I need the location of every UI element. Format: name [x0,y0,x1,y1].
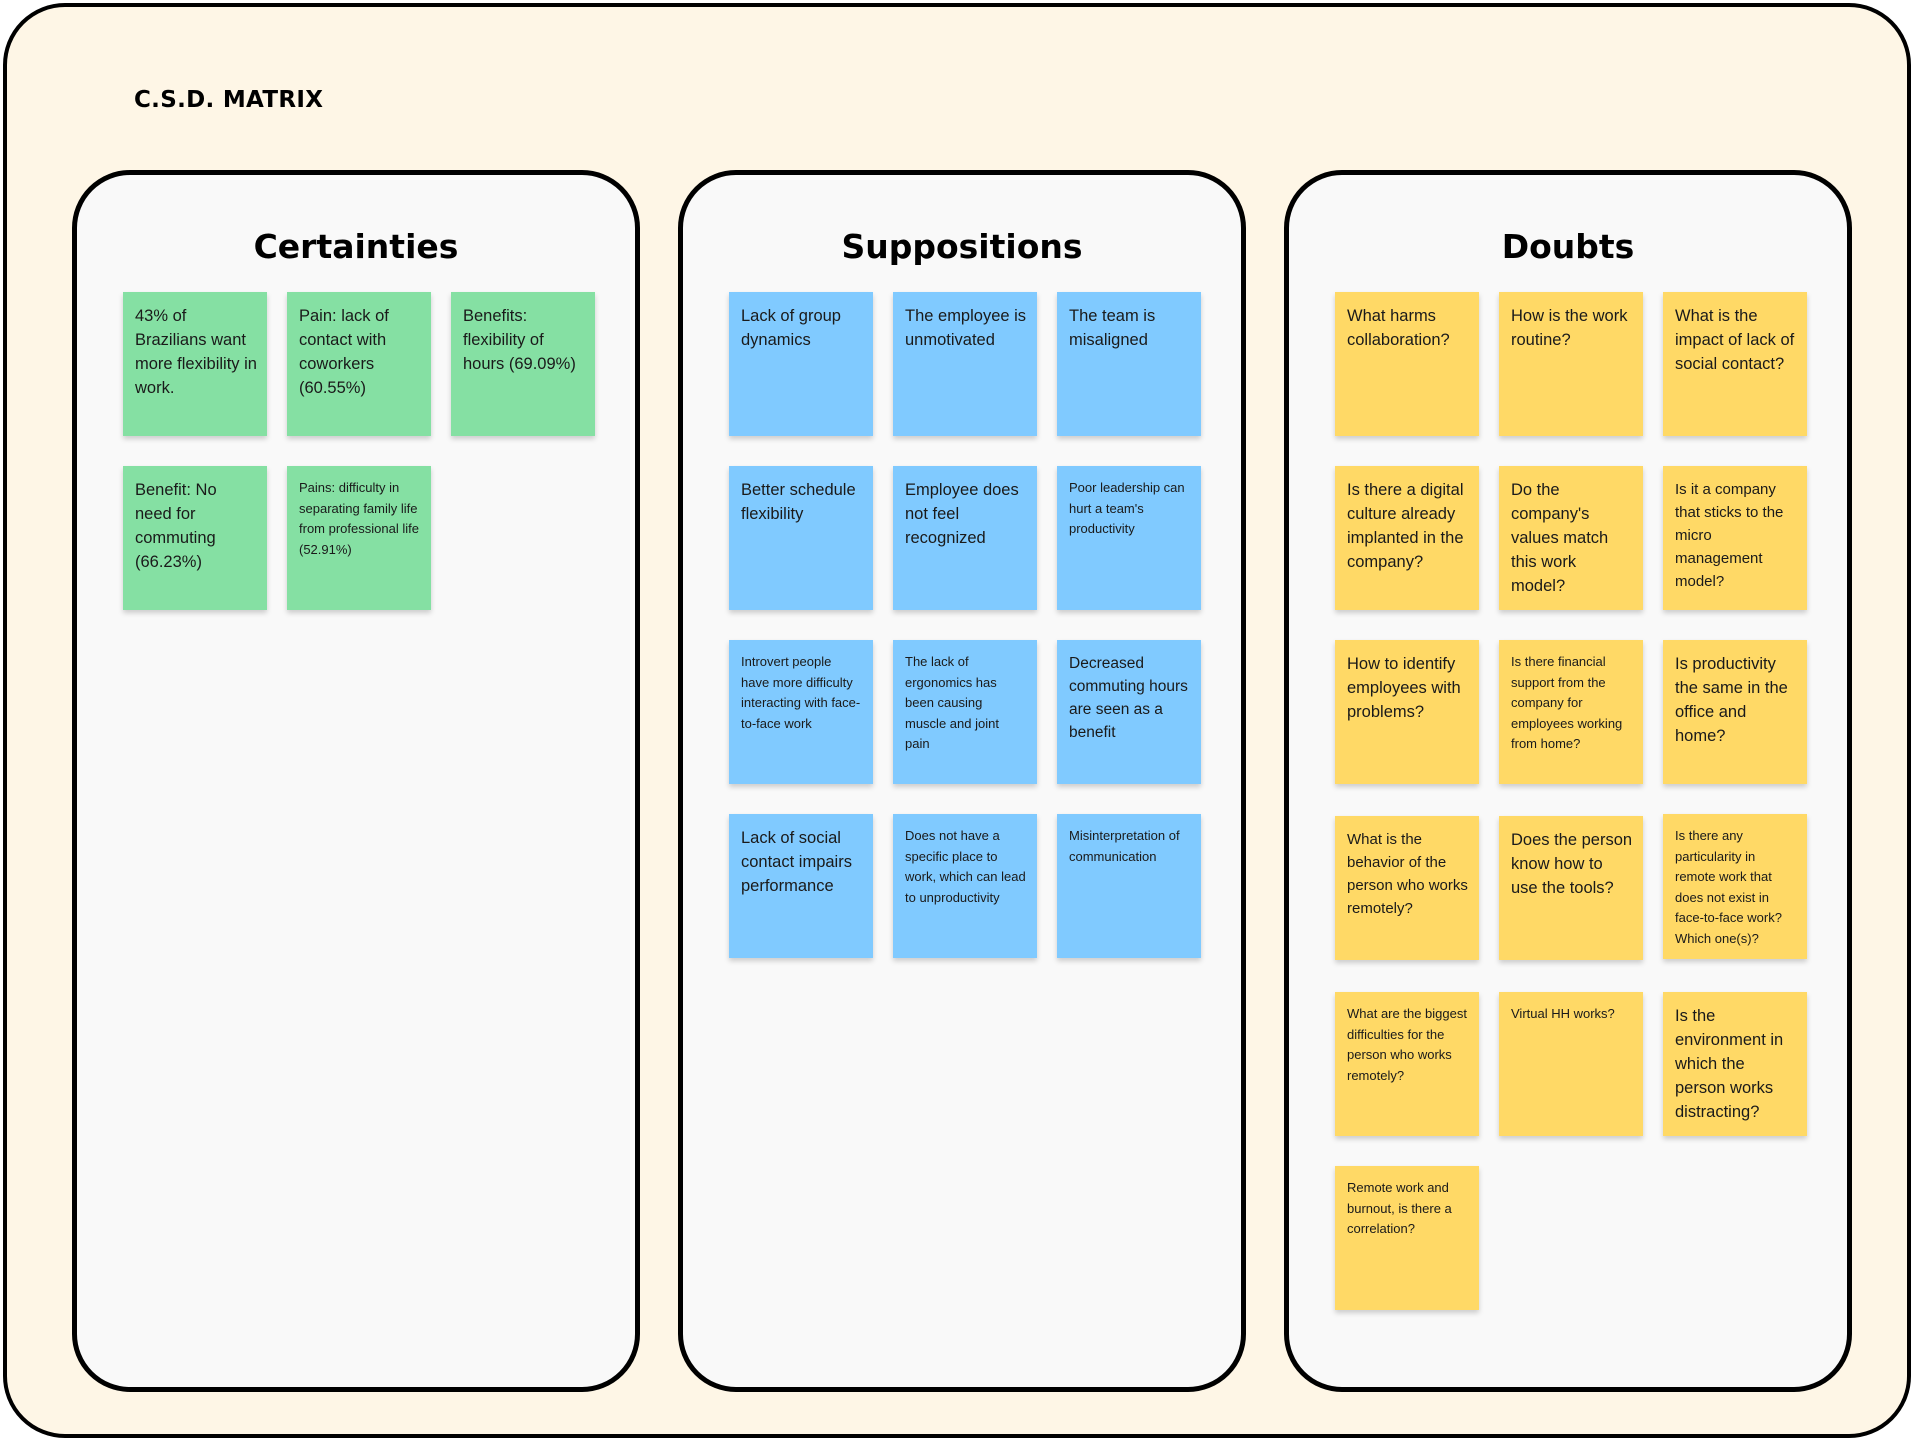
sticky-note[interactable]: Misinterpretation of communication [1057,814,1201,958]
sticky-note[interactable]: What are the biggest difficulties for th… [1335,992,1479,1136]
sticky-note[interactable]: Virtual HH works? [1499,992,1643,1136]
sticky-note[interactable]: The employee is unmotivated [893,292,1037,436]
sticky-note[interactable]: Is there a digital culture already impla… [1335,466,1479,610]
sticky-note[interactable]: Pain: lack of contact with coworkers (60… [287,292,431,436]
sticky-note[interactable]: Employee does not feel recognized [893,466,1037,610]
sticky-note[interactable]: What harms collaboration? [1335,292,1479,436]
sticky-note[interactable]: Lack of social contact impairs performan… [729,814,873,958]
sticky-note[interactable]: How to identify employees with problems? [1335,640,1479,784]
sticky-note[interactable]: Is the environment in which the person w… [1663,992,1807,1136]
sticky-note[interactable]: Poor leadership can hurt a team's produc… [1057,466,1201,610]
sticky-note[interactable]: The lack of ergonomics has been causing … [893,640,1037,784]
sticky-note[interactable]: What is the impact of lack of social con… [1663,292,1807,436]
sticky-note[interactable]: Do the company's values match this work … [1499,466,1643,610]
csd-matrix-board: C.S.D. MATRIX Certainties 43% of Brazili… [3,3,1911,1438]
sticky-note[interactable]: Benefits: flexibility of hours (69.09%) [451,292,595,436]
doubts-panel: Doubts What harms collaboration? How is … [1284,170,1852,1392]
certainties-title: Certainties [253,227,459,266]
sticky-note[interactable]: Does the person know how to use the tool… [1499,816,1643,960]
suppositions-panel: Suppositions Lack of group dynamics The … [678,170,1246,1392]
sticky-note[interactable]: 43% of Brazilians want more flexibility … [123,292,267,436]
sticky-note[interactable]: Pains: difficulty in separating family l… [287,466,431,610]
sticky-note[interactable]: Does not have a specific place to work, … [893,814,1037,958]
doubts-title: Doubts [1501,227,1635,266]
sticky-note[interactable]: Is it a company that sticks to the micro… [1663,466,1807,610]
sticky-note[interactable]: Remote work and burnout, is there a corr… [1335,1166,1479,1310]
sticky-note[interactable]: What is the behavior of the person who w… [1335,816,1479,960]
sticky-note[interactable]: How is the work routine? [1499,292,1643,436]
sticky-note[interactable]: The team is misaligned [1057,292,1201,436]
sticky-note[interactable]: Introvert people have more difficulty in… [729,640,873,784]
board-title: C.S.D. MATRIX [134,87,324,113]
certainties-panel: Certainties 43% of Brazilians want more … [72,170,640,1392]
sticky-note[interactable]: Benefit: No need for commuting (66.23%) [123,466,267,610]
suppositions-title: Suppositions [841,227,1083,266]
sticky-note[interactable]: Better schedule flexibility [729,466,873,610]
sticky-note[interactable]: Is productivity the same in the office a… [1663,640,1807,784]
sticky-note[interactable]: Is there any particularity in remote wor… [1663,814,1807,959]
sticky-note[interactable]: Is there financial support from the comp… [1499,640,1643,784]
sticky-note[interactable]: Lack of group dynamics [729,292,873,436]
sticky-note[interactable]: Decreased commuting hours are seen as a … [1057,640,1201,784]
